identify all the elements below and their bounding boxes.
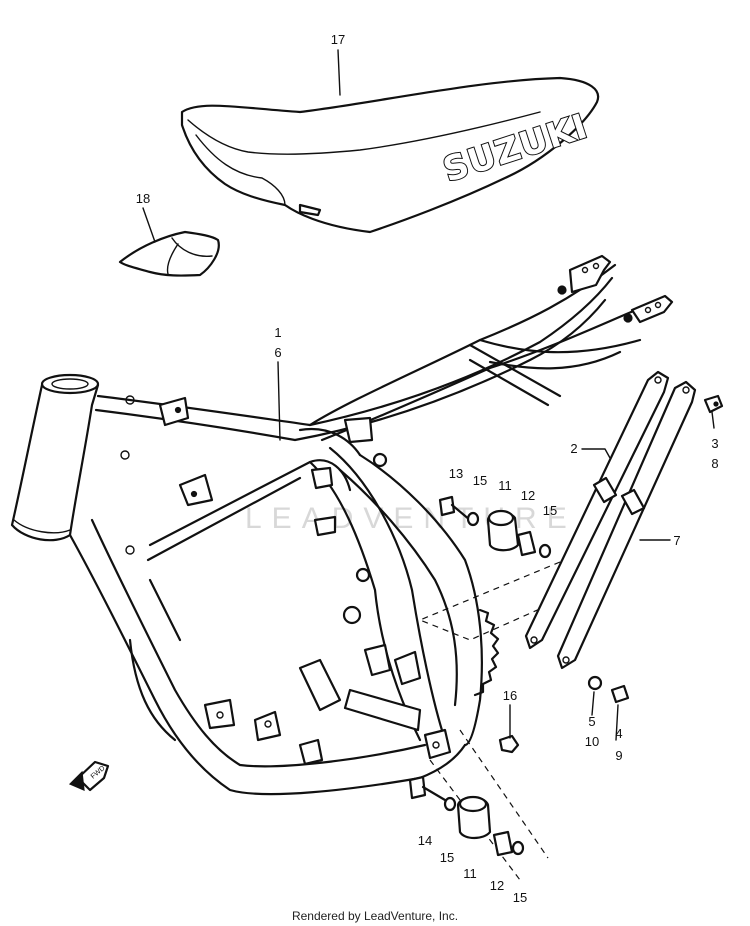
- washer-15-bottom[interactable]: [443, 796, 457, 812]
- callout-7: 7: [673, 533, 680, 548]
- watermark: LEADVENTURE: [245, 502, 577, 535]
- bolt-13[interactable]: [438, 495, 472, 522]
- callout-5: 5: [588, 714, 595, 729]
- callout-16: 16: [503, 688, 517, 703]
- callout-15-bottom-2: 15: [513, 890, 527, 905]
- washer-15-top-2[interactable]: [538, 543, 552, 559]
- bushing-11-top[interactable]: [486, 509, 520, 552]
- callout-17: 17: [331, 32, 345, 47]
- collar-12-top[interactable]: [516, 530, 537, 557]
- bolt-14[interactable]: [408, 775, 447, 802]
- callout-12-top: 12: [521, 488, 535, 503]
- frame[interactable]: [10, 254, 674, 796]
- callout-15-bottom: 15: [440, 850, 454, 865]
- callout-15-top: 15: [473, 473, 487, 488]
- callout-2: 2: [570, 441, 577, 456]
- callout-18: 18: [136, 191, 150, 206]
- bushing-11-bottom[interactable]: [456, 795, 492, 840]
- bolt-4-9[interactable]: [610, 684, 630, 704]
- stay-2[interactable]: [524, 370, 670, 650]
- callout-11-bottom: 11: [463, 866, 477, 881]
- washer-15-top[interactable]: [466, 511, 480, 527]
- callout-12-bottom: 12: [490, 878, 504, 893]
- callout-10: 10: [585, 734, 599, 749]
- callout-3: 3: [711, 436, 718, 451]
- bolt-3-8[interactable]: [703, 394, 724, 414]
- seat[interactable]: SUZUKI: [180, 76, 600, 234]
- washer-5-10[interactable]: [587, 675, 603, 691]
- callout-9: 9: [615, 748, 622, 763]
- stay-7[interactable]: [556, 380, 697, 670]
- seat-pad[interactable]: [118, 230, 220, 277]
- callout-14: 14: [418, 833, 432, 848]
- callout-4: 4: [615, 726, 622, 741]
- collar-12-bottom[interactable]: [492, 830, 514, 857]
- callout-15-top-2: 15: [543, 503, 557, 518]
- credit-text: Rendered by LeadVenture, Inc.: [292, 909, 458, 923]
- callout-13: 13: [449, 466, 463, 481]
- washer-15-bottom-2[interactable]: [511, 840, 525, 856]
- callout-11-top: 11: [498, 478, 512, 493]
- callout-6: 6: [274, 345, 281, 360]
- nut-16[interactable]: [498, 734, 520, 754]
- callout-8: 8: [711, 456, 718, 471]
- callout-1: 1: [274, 325, 281, 340]
- forward-arrow-icon: FWD: [68, 760, 110, 792]
